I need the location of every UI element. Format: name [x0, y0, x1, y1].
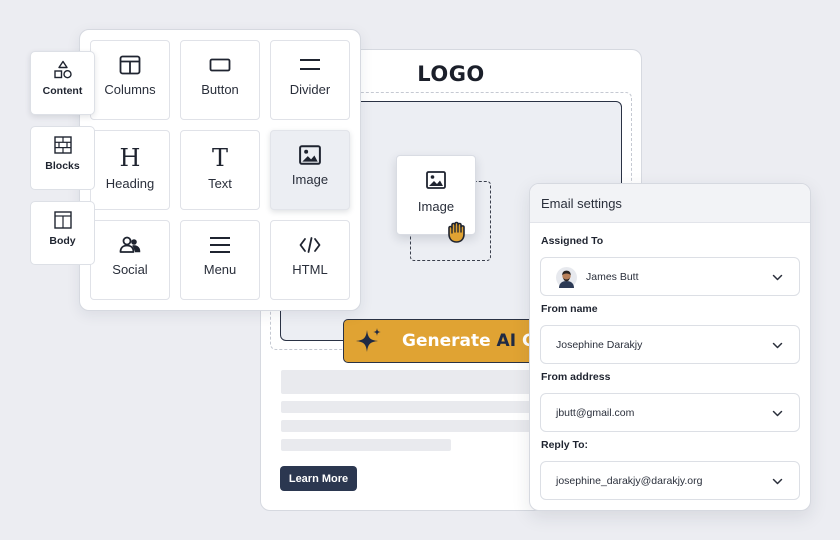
from-address-value: jbutt@gmail.com: [556, 407, 635, 419]
generate-ai-label: Generate AI Co: [402, 331, 546, 351]
block-image[interactable]: Image: [270, 130, 350, 210]
block-columns[interactable]: Columns: [90, 40, 170, 120]
block-text-label: Text: [208, 176, 232, 191]
tab-content[interactable]: Content: [30, 51, 95, 115]
svg-text:H: H: [120, 145, 141, 169]
shapes-icon: [53, 60, 72, 79]
assigned-to-select[interactable]: James Butt: [540, 257, 800, 296]
block-image-label: Image: [291, 172, 329, 187]
block-heading-label: Heading: [105, 176, 155, 191]
email-logo: LOGO: [417, 62, 485, 86]
placeholder-line: [281, 439, 451, 451]
settings-title: Email settings: [530, 184, 810, 223]
blocks-panel: Columns Button Divider H Heading T Text …: [79, 29, 361, 311]
text-icon: T: [212, 145, 228, 169]
learn-more-button[interactable]: Learn More: [280, 466, 357, 491]
columns-icon: [119, 55, 141, 75]
block-divider-label: Divider: [289, 82, 331, 97]
divider-icon: [300, 59, 320, 70]
block-menu-label: Menu: [203, 262, 237, 277]
from-address-select[interactable]: jbutt@gmail.com: [540, 393, 800, 432]
blocks-icon: [53, 136, 72, 154]
social-icon: [119, 236, 141, 253]
dragging-image-block[interactable]: Image: [396, 155, 476, 235]
grab-hand-icon: [448, 221, 465, 243]
heading-icon: H: [120, 145, 141, 169]
image-icon: [426, 171, 446, 189]
block-heading[interactable]: H Heading: [90, 130, 170, 210]
avatar: [556, 267, 577, 288]
assigned-to-label: Assigned To: [541, 235, 604, 247]
assigned-to-value: James Butt: [586, 271, 639, 283]
svg-text:T: T: [212, 145, 228, 169]
button-icon: [209, 58, 231, 72]
dragging-image-label: Image: [417, 199, 455, 214]
tab-blocks-label: Blocks: [45, 160, 80, 172]
reply-to-label: Reply To:: [541, 439, 589, 451]
block-menu[interactable]: Menu: [180, 220, 260, 300]
tab-body-label: Body: [49, 235, 76, 247]
placeholder-line: [281, 401, 531, 413]
menu-icon: [210, 237, 230, 253]
block-button[interactable]: Button: [180, 40, 260, 120]
placeholder-line: [281, 370, 531, 394]
image-icon: [299, 145, 321, 165]
sparkle-icon: [356, 328, 381, 352]
from-name-value: Josephine Darakjy: [556, 339, 643, 351]
block-social-label: Social: [112, 262, 148, 277]
tab-content-label: Content: [42, 85, 83, 97]
block-divider[interactable]: Divider: [270, 40, 350, 120]
code-icon: [299, 237, 321, 253]
chevron-down-icon: [772, 274, 783, 281]
from-name-label: From name: [541, 303, 598, 315]
chevron-down-icon: [772, 410, 783, 417]
block-button-label: Button: [201, 82, 239, 97]
chevron-down-icon: [772, 342, 783, 349]
body-layout-icon: [53, 211, 72, 229]
placeholder-line: [281, 420, 531, 432]
tab-body[interactable]: Body: [30, 201, 95, 265]
reply-to-select[interactable]: josephine_darakjy@darakjy.org: [540, 461, 800, 500]
from-name-select[interactable]: Josephine Darakjy: [540, 325, 800, 364]
block-text[interactable]: T Text: [180, 130, 260, 210]
tab-blocks[interactable]: Blocks: [30, 126, 95, 190]
block-html-label: HTML: [292, 262, 328, 277]
block-columns-label: Columns: [104, 82, 156, 97]
email-settings-panel: Email settings Assigned To James Butt Fr…: [529, 183, 811, 511]
block-html[interactable]: HTML: [270, 220, 350, 300]
chevron-down-icon: [772, 478, 783, 485]
reply-to-value: josephine_darakjy@darakjy.org: [556, 475, 703, 487]
from-address-label: From address: [541, 371, 611, 383]
block-social[interactable]: Social: [90, 220, 170, 300]
